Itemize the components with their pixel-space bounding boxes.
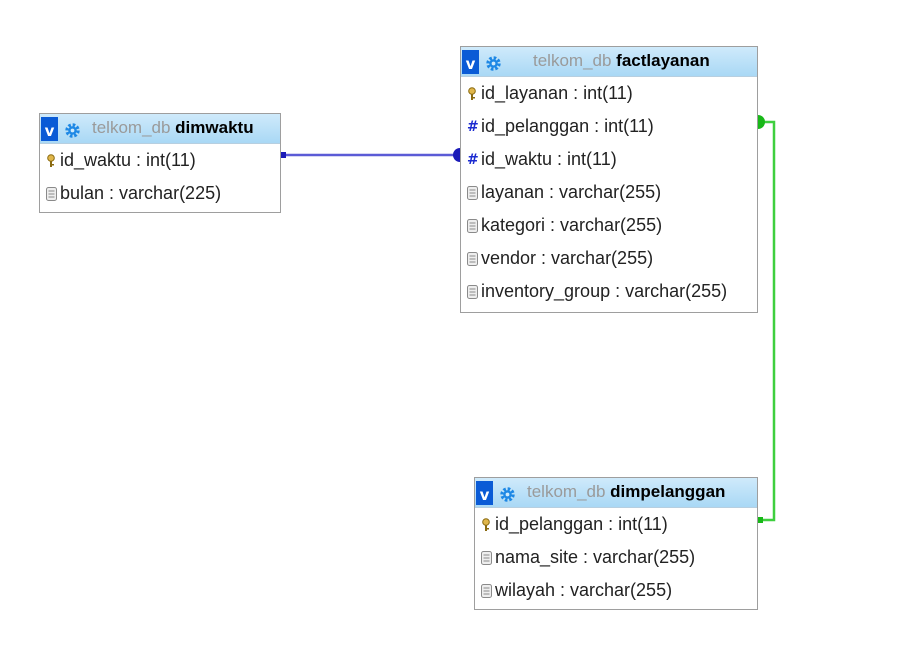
column-row[interactable]: # id_waktu : int(11) bbox=[461, 143, 757, 176]
column-row[interactable]: nama_site : varchar(255) bbox=[475, 541, 757, 574]
column-icon bbox=[467, 218, 481, 234]
table-name: factlayanan bbox=[616, 51, 710, 70]
table-header[interactable]: v telkom_db factlayanan bbox=[461, 47, 757, 77]
gear-icon[interactable] bbox=[485, 55, 502, 72]
column-row[interactable]: bulan : varchar(225) bbox=[40, 177, 280, 210]
column-row[interactable]: kategori : varchar(255) bbox=[461, 209, 757, 242]
hash-icon: # bbox=[467, 118, 479, 135]
table-title: telkom_db factlayanan bbox=[533, 51, 710, 71]
key-icon bbox=[467, 86, 481, 102]
column-label: id_waktu : int(11) bbox=[481, 149, 617, 169]
column-label: inventory_group : varchar(255) bbox=[481, 281, 728, 301]
table-factlayanan[interactable]: v telkom_db factlayanan id_layanan : int… bbox=[460, 46, 758, 313]
table-title: telkom_db dimpelanggan bbox=[527, 482, 725, 502]
collapse-toggle-icon[interactable]: v bbox=[41, 117, 58, 141]
table-dimwaktu[interactable]: v telkom_db dimwaktu id_waktu : int(11) … bbox=[39, 113, 281, 213]
column-row[interactable]: vendor : varchar(255) bbox=[461, 242, 757, 275]
table-name: dimpelanggan bbox=[610, 482, 726, 501]
column-label: vendor : varchar(255) bbox=[481, 248, 654, 268]
column-label: wilayah : varchar(255) bbox=[495, 580, 673, 600]
collapse-toggle-icon[interactable]: v bbox=[462, 50, 479, 74]
table-header[interactable]: v telkom_db dimwaktu bbox=[40, 114, 280, 144]
gear-icon[interactable] bbox=[499, 486, 516, 503]
relation-dimpelanggan-factlayanan[interactable] bbox=[757, 115, 776, 523]
database-name: telkom_db bbox=[533, 51, 612, 70]
column-row[interactable]: id_layanan : int(11) bbox=[461, 77, 757, 110]
column-row[interactable]: wilayah : varchar(255) bbox=[475, 574, 757, 607]
column-icon bbox=[481, 583, 495, 599]
column-label: id_waktu : int(11) bbox=[60, 150, 196, 170]
key-icon bbox=[481, 517, 495, 533]
column-icon bbox=[467, 284, 481, 300]
key-icon bbox=[46, 153, 60, 169]
column-row[interactable]: id_waktu : int(11) bbox=[40, 144, 280, 177]
column-label: bulan : varchar(225) bbox=[60, 183, 222, 203]
table-header[interactable]: v telkom_db dimpelanggan bbox=[475, 478, 757, 508]
column-row[interactable]: # id_pelanggan : int(11) bbox=[461, 110, 757, 143]
column-label: kategori : varchar(255) bbox=[481, 215, 663, 235]
column-row[interactable]: inventory_group : varchar(255) bbox=[461, 275, 757, 308]
collapse-toggle-icon[interactable]: v bbox=[476, 481, 493, 505]
column-label: layanan : varchar(255) bbox=[481, 182, 662, 202]
database-name: telkom_db bbox=[92, 118, 171, 137]
gear-icon[interactable] bbox=[64, 122, 81, 139]
database-name: telkom_db bbox=[527, 482, 606, 501]
table-dimpelanggan[interactable]: v telkom_db dimpelanggan id_pelanggan : … bbox=[474, 477, 758, 610]
column-icon bbox=[467, 251, 481, 267]
column-icon bbox=[46, 186, 60, 202]
column-icon bbox=[467, 185, 481, 201]
hash-icon: # bbox=[467, 151, 479, 168]
table-title: telkom_db dimwaktu bbox=[92, 118, 254, 138]
column-row[interactable]: id_pelanggan : int(11) bbox=[475, 508, 757, 541]
column-label: nama_site : varchar(255) bbox=[495, 547, 696, 567]
column-row[interactable]: layanan : varchar(255) bbox=[461, 176, 757, 209]
column-label: id_pelanggan : int(11) bbox=[481, 116, 654, 136]
column-icon bbox=[481, 550, 495, 566]
column-label: id_pelanggan : int(11) bbox=[495, 514, 668, 534]
column-label: id_layanan : int(11) bbox=[481, 83, 633, 103]
relation-dimwaktu-factlayanan[interactable] bbox=[280, 148, 460, 162]
table-name: dimwaktu bbox=[175, 118, 254, 137]
